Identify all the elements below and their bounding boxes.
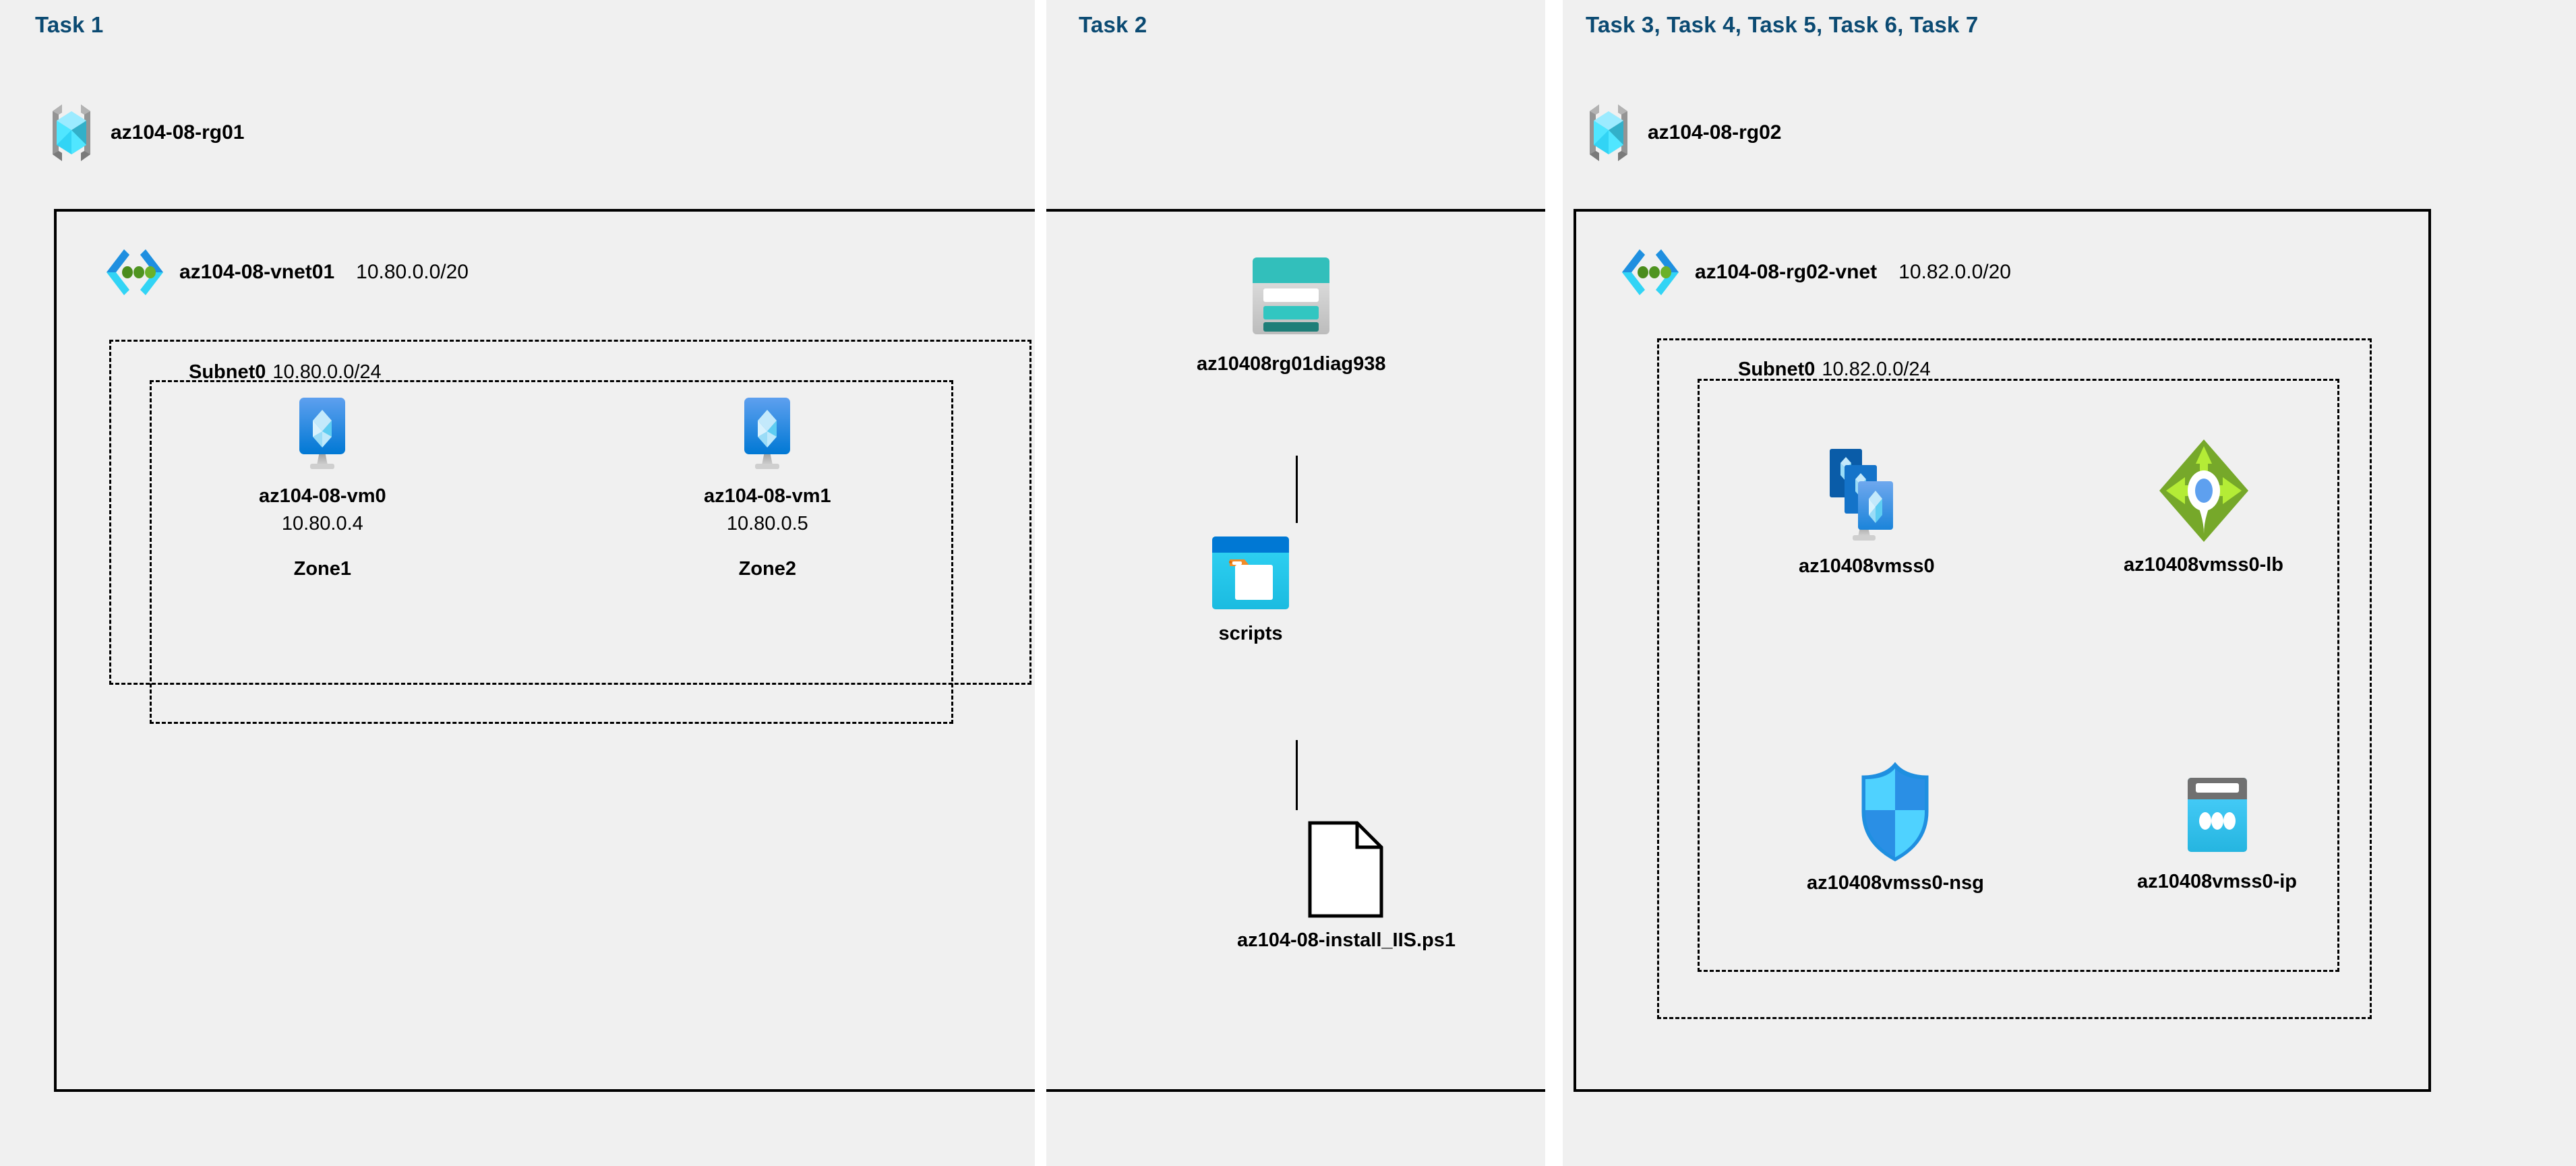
subnet-label-task1: Subnet0 10.80.0.0/24	[189, 361, 382, 383]
nsg-label: az10408vmss0-nsg	[1807, 872, 1984, 894]
node-blob-container: scripts	[1207, 532, 1294, 645]
resource-group-header-rg01: az104-08-rg01	[47, 98, 244, 168]
subnet-label-task3: Subnet0 10.82.0.0/24	[1738, 359, 1931, 381]
vnet-container-rg02-vnet: az104-08-rg02-vnet 10.82.0.0/20 Subnet0 1…	[1574, 209, 2431, 1092]
vm-name-label: az104-08-vm1	[704, 485, 831, 507]
subnet-cidr: 10.80.0.0/24	[272, 361, 382, 383]
vnet-name-label: az104-08-vnet01	[179, 261, 335, 283]
resource-group-label-rg01: az104-08-rg01	[111, 121, 245, 144]
connector-storage-to-scripts	[1296, 456, 1298, 523]
load-balancer-icon	[2157, 437, 2251, 545]
subnet-name: Subnet0	[189, 361, 266, 383]
storage-account-label: az10408rg01diag938	[1197, 353, 1386, 375]
node-vm1: az104-08-vm1 10.80.0.5 Zone2	[704, 395, 831, 580]
vm-ip-label: 10.80.0.4	[281, 513, 363, 534]
resource-group-label-rg02: az104-08-rg02	[1648, 121, 1782, 144]
virtual-machine-icon	[735, 395, 800, 476]
subnet-container-task3	[1657, 338, 2372, 1019]
node-public-ip-address: az10408vmss0-ip	[2137, 774, 2297, 893]
blob-container-label: scripts	[1218, 623, 1283, 644]
vm-ip-label: 10.80.0.5	[726, 513, 808, 534]
subnet-container-task1	[109, 340, 1031, 685]
resource-group-header-rg02: az104-08-rg02	[1584, 98, 1781, 168]
node-network-security-group: az10408vmss0-nsg	[1807, 762, 1984, 894]
public-ip-label: az10408vmss0-ip	[2137, 871, 2297, 892]
node-vm0: az104-08-vm0 10.80.0.4 Zone1	[259, 395, 386, 580]
load-balancer-label: az10408vmss0-lb	[2124, 554, 2283, 576]
task-title-3: Task 3, Task 4, Task 5, Task 6, Task 7	[1586, 12, 1979, 37]
node-load-balancer: az10408vmss0-lb	[2124, 437, 2283, 576]
resource-group-icon	[1584, 98, 1633, 168]
vm-name-label: az104-08-vm0	[259, 485, 386, 507]
subnet-cidr: 10.82.0.0/24	[1822, 359, 1931, 380]
vnet-header-vnet01: az104-08-vnet01 10.80.0.0/20	[104, 244, 469, 301]
file-icon	[1303, 819, 1389, 920]
task2-container	[1046, 209, 1545, 1092]
node-script-file: az104-08-install_IIS.ps1	[1237, 819, 1456, 952]
resource-group-icon	[47, 98, 96, 168]
storage-account-icon	[1240, 249, 1342, 344]
node-storage-account: az10408rg01diag938	[1197, 249, 1386, 375]
vnet-cidr-label: 10.80.0.0/20	[356, 261, 469, 283]
connector-scripts-to-file	[1296, 740, 1298, 810]
public-ip-address-icon	[2177, 774, 2258, 861]
vnet-header-rg02-vnet: az104-08-rg02-vnet 10.82.0.0/20	[1619, 244, 2011, 301]
task-title-2: Task 2	[1079, 12, 1147, 37]
task-title-1: Task 1	[35, 12, 104, 37]
virtual-network-icon	[1619, 244, 1681, 301]
panel-gutter-left	[1035, 0, 1046, 1166]
vm-zone-label: Zone2	[738, 558, 797, 580]
vm-scale-set-label: az10408vmss0	[1799, 555, 1935, 577]
vnet-name-label: az104-08-rg02-vnet	[1695, 261, 1878, 283]
virtual-machine-icon	[290, 395, 355, 476]
virtual-network-icon	[104, 244, 166, 301]
network-security-group-icon	[1855, 762, 1936, 863]
panel-gutter-right	[1545, 0, 1563, 1166]
vm-zone-label: Zone1	[293, 558, 352, 580]
blob-container-icon	[1207, 532, 1294, 613]
vm-scale-set-icon	[1823, 445, 1911, 546]
node-vm-scale-set: az10408vmss0	[1799, 445, 1935, 578]
subnet-inner-container	[1698, 379, 2339, 972]
availability-zone-container	[150, 380, 953, 724]
script-file-label: az104-08-install_IIS.ps1	[1237, 929, 1456, 951]
subnet-name: Subnet0	[1738, 359, 1816, 380]
vnet-cidr-label: 10.82.0.0/20	[1898, 261, 2011, 283]
